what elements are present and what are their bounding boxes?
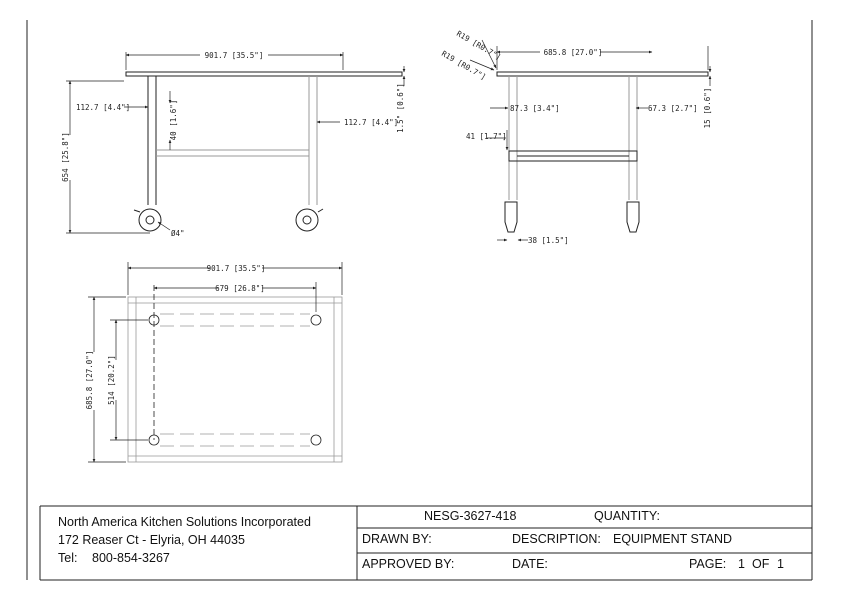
front-right-offset-dim: 112.7 [4.4"] <box>344 118 398 127</box>
side-dimension-labels: 685.8 [27.0"] R19 [R0.7"] R19 [R0.7"] 87… <box>440 29 712 245</box>
plan-view <box>127 285 343 463</box>
plan-leg-spacing-x-dim: 679 [26.8"] <box>215 284 265 293</box>
page-of: OF <box>752 557 770 571</box>
page-label: PAGE: <box>689 557 727 571</box>
page-total: 1 <box>777 557 784 571</box>
approved-by-label: APPROVED BY: <box>362 557 455 571</box>
plan-dimension-labels: 901.7 [35.5"] 679 [26.8"] 685.8 [27.0"] … <box>85 264 265 409</box>
front-dimension-lines <box>66 52 406 234</box>
side-elevation <box>496 71 709 233</box>
side-undershelf-dim: 41 [1.7"] <box>466 132 507 141</box>
date-label: DATE: <box>512 557 548 571</box>
title-block-grid <box>39 505 812 581</box>
side-radius-bottom-dim: R19 [R0.7"] <box>440 49 488 82</box>
plan-width-dim: 901.7 [35.5"] <box>207 264 266 273</box>
company-address: 172 Reaser Ct - Elyria, OH 44035 <box>58 533 245 547</box>
side-caster-width-dim: 38 [1.5"] <box>528 236 569 245</box>
front-dimension-labels: 901.7 [35.5"] 112.7 [4.4"] 40 [1.6"] 112… <box>61 51 405 238</box>
page-current: 1 <box>738 557 745 571</box>
front-elevation <box>125 71 403 232</box>
front-height-dim: 654 [25.8"] <box>61 132 70 182</box>
side-dimension-lines <box>469 39 712 242</box>
side-right-offset-dim: 67.3 [2.7"] <box>648 104 698 113</box>
front-top-thickness-dim: 1.5" [0.6"] <box>396 83 405 133</box>
plan-depth-dim: 685.8 [27.0"] <box>85 351 94 410</box>
front-undershelf-dim: 40 [1.6"] <box>169 100 178 141</box>
description-label: DESCRIPTION: <box>512 532 601 546</box>
caster-diameter-dim: Ø4" <box>171 229 185 238</box>
side-radius-top-dim: R19 [R0.7"] <box>455 29 503 62</box>
description-value: EQUIPMENT STAND <box>613 532 732 546</box>
quantity-label: QUANTITY: <box>594 509 660 523</box>
sheet-border <box>26 20 813 580</box>
plan-leg-spacing-y-dim: 514 [20.2"] <box>107 355 116 405</box>
drawn-by-label: DRAWN BY: <box>362 532 432 546</box>
front-left-offset-dim: 112.7 [4.4"] <box>76 103 130 112</box>
phone-label: Tel: <box>58 551 78 565</box>
side-top-thickness-dim: 15 [0.6"] <box>703 88 712 129</box>
side-left-offset-dim: 87.3 [3.4"] <box>510 104 560 113</box>
company-name: North America Kitchen Solutions Incorpor… <box>58 515 311 529</box>
side-width-dim: 685.8 [27.0"] <box>544 48 603 57</box>
phone-number: 800-854-3267 <box>92 551 170 565</box>
model-number: NESG-3627-418 <box>424 509 517 523</box>
plan-dimension-lines <box>88 262 343 463</box>
front-width-dim: 901.7 [35.5"] <box>205 51 264 60</box>
